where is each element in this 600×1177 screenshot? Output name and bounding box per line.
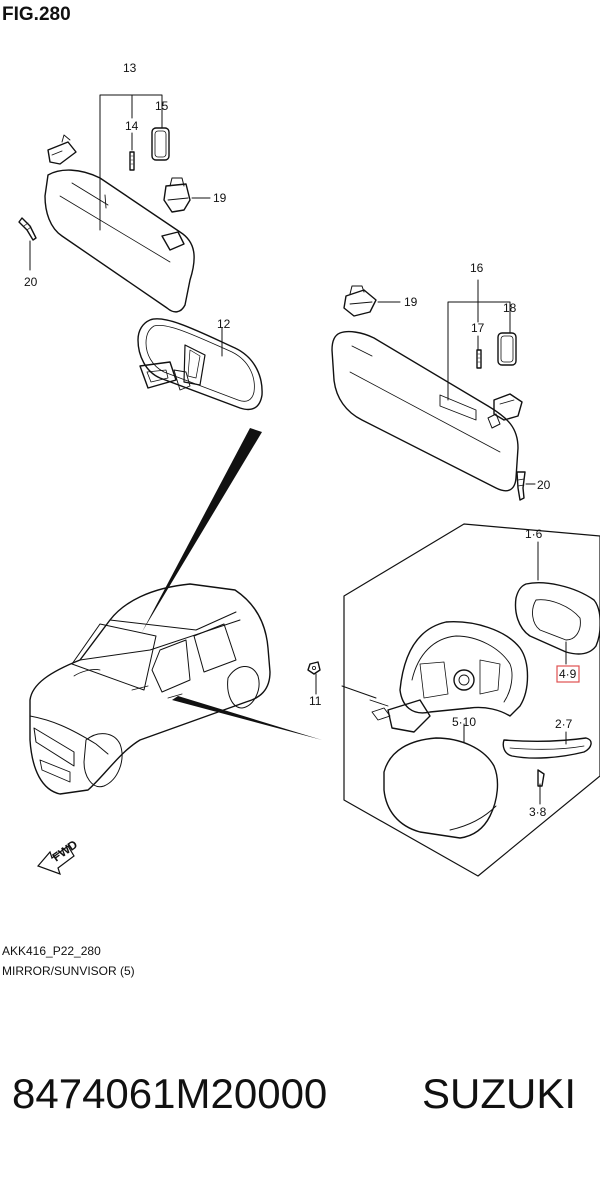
exploded-parts-diagram: FWD 13 14 15 19 20 12 16 17 18 19 20 1·6…	[18, 61, 600, 877]
left-holder-19	[163, 177, 191, 213]
brand-name: SUZUKI	[422, 1070, 577, 1117]
rear-view-mirror	[137, 318, 263, 411]
callout-14: 14	[125, 119, 139, 133]
callout-12: 12	[217, 317, 231, 331]
turn-signal-lamp	[502, 737, 592, 759]
diagram-code: AKK416_P22_280	[2, 944, 101, 958]
right-cover-18	[497, 332, 517, 366]
callout-11: 11	[309, 694, 322, 708]
callout-19-left: 19	[213, 191, 227, 205]
callout-15: 15	[155, 99, 169, 113]
mirror-cover	[383, 737, 499, 839]
mirror-housing	[369, 621, 529, 733]
callout-16: 16	[470, 261, 484, 275]
right-pin-17	[476, 349, 482, 369]
callout-20-right: 20	[537, 478, 551, 492]
callout-2-7: 2·7	[555, 717, 573, 731]
right-holder-19	[343, 285, 377, 317]
figure-title: FIG.280	[2, 4, 71, 25]
callout-17: 17	[471, 321, 485, 335]
part-number: 8474061M20000	[12, 1070, 328, 1117]
callout-1-6: 1·6	[525, 527, 543, 541]
callout-3-8: 3·8	[529, 805, 547, 819]
left-sunvisor	[44, 169, 195, 313]
pointer-to-door-mirror	[172, 696, 322, 740]
right-visor-hinge	[487, 393, 523, 429]
callout-18: 18	[503, 301, 517, 315]
lamp-screw	[537, 769, 545, 787]
callout-4-9: 4·9	[559, 667, 577, 681]
car-illustration	[29, 583, 271, 795]
right-sunvisor	[331, 330, 519, 492]
selected-part-highlight	[556, 665, 580, 683]
diagram-caption: MIRROR/SUNVISOR (5)	[2, 964, 135, 978]
mirror-glass	[514, 582, 600, 655]
pointer-to-mirror	[142, 428, 262, 632]
mirror-assembly-frame	[343, 523, 600, 877]
fwd-arrow-icon: FWD	[36, 837, 80, 875]
left-pin-14	[129, 151, 135, 171]
left-cover-15	[151, 127, 170, 161]
callout-20-left: 20	[24, 275, 38, 289]
callout-19-right: 19	[404, 295, 418, 309]
right-screw-20	[516, 471, 526, 501]
left-screw-20	[18, 217, 37, 241]
mirror-screw-11	[307, 661, 321, 675]
left-visor-hinge	[47, 134, 77, 165]
callout-5-10: 5·10	[452, 715, 476, 729]
callout-13: 13	[123, 61, 137, 75]
left-visor-clip	[161, 231, 185, 251]
